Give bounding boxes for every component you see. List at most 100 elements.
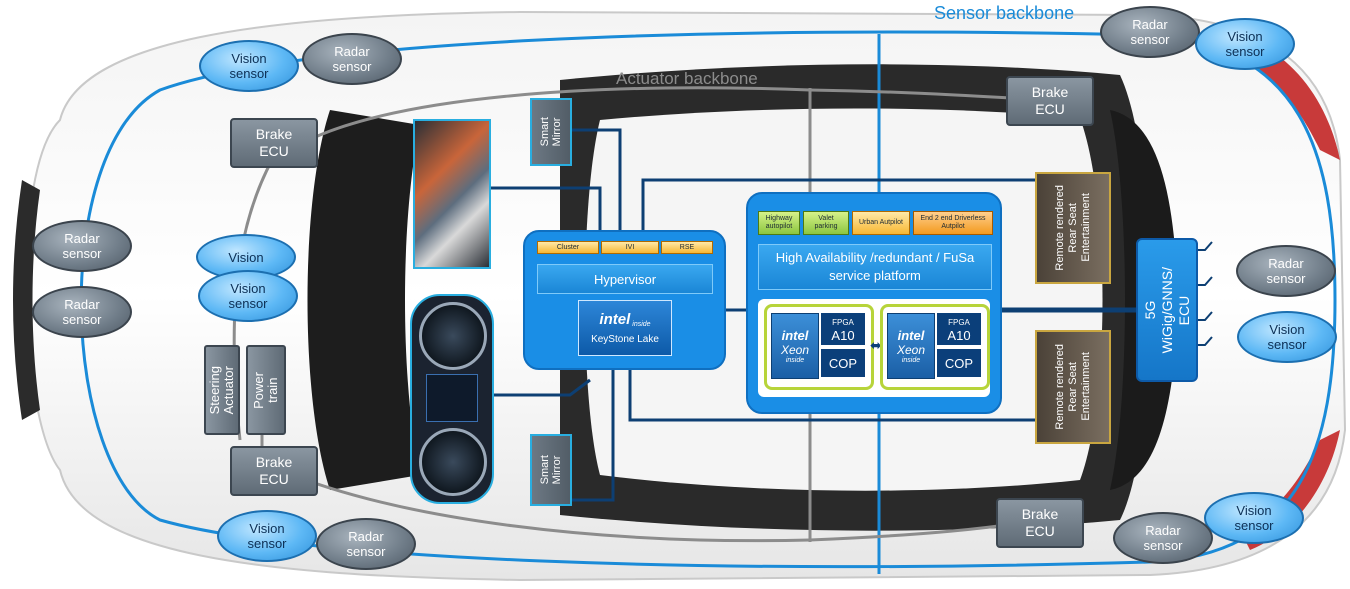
xeon-chip: intel Xeon inside: [771, 313, 819, 379]
chip-label: RSE: [679, 243, 695, 251]
rear-seat-entertainment-bottom: Remote rendered Rear Seat Entertainment: [1035, 330, 1111, 444]
radar-sensor-top-right: Radar sensor: [1100, 6, 1200, 58]
keystone-lake-box: Cluster IVI RSE Hypervisor intel inside …: [523, 230, 726, 370]
cpu-panel: intel Xeon inside FPGA A10 COP ⬌ intel X…: [758, 299, 990, 397]
vision-sensor-label: Vision sensor: [1267, 322, 1307, 352]
chip-cluster: Cluster: [537, 241, 599, 254]
radar-sensor-label: Radar sensor: [1266, 256, 1306, 286]
cpu-module-right: intel Xeon inside FPGA A10 COP: [880, 304, 990, 390]
intel-inside-text: inside: [901, 357, 921, 364]
smart-mirror-label: Smart Mirror: [539, 455, 563, 485]
chip-label: Valet parking: [814, 215, 838, 230]
brake-ecu-bottom-right: Brake ECU: [996, 498, 1084, 548]
brake-ecu-front-left: Brake ECU: [230, 118, 318, 168]
radar-sensor-label: Radar sensor: [62, 297, 102, 327]
radar-sensor-label: Radar sensor: [1143, 523, 1183, 553]
chip-label: End 2 end Driverless Autpilot: [920, 215, 986, 230]
intel-brand-text: intel: [781, 328, 809, 343]
vision-sensor-label: Vision sensor: [247, 521, 287, 551]
chip-label: IVI: [625, 243, 635, 251]
fusa-platform-label: High Availability /redundant / FuSa serv…: [775, 250, 975, 283]
power-train-ecu: Power train: [246, 345, 286, 435]
radar-sensor-label: Radar sensor: [1130, 17, 1170, 47]
intel-brand-text: intel: [897, 328, 925, 343]
brake-ecu-label: Brake ECU: [255, 126, 293, 159]
chip-label: Highway autopilot: [765, 215, 793, 230]
5g-wigig-gnns-ecu: 5G WiGig/GNNS/ ECU: [1136, 238, 1198, 382]
vision-sensor-label: Vision sensor: [228, 281, 268, 311]
fpga-label: FPGA: [832, 318, 854, 327]
brake-ecu-top-right: Brake ECU: [1006, 76, 1094, 126]
radar-sensor-bottom-left: Radar sensor: [316, 518, 416, 570]
rear-seat-label: Remote rendered Rear Seat Entertainment: [1053, 185, 1092, 271]
vision-sensor-label: Vision sensor: [229, 51, 269, 81]
vision-sensor-label: Vision: [228, 250, 264, 265]
rear-seat-entertainment-top: Remote rendered Rear Seat Entertainment: [1035, 172, 1111, 284]
power-train-label: Power train: [251, 371, 280, 409]
a10-label: A10: [947, 328, 971, 343]
radar-sensor-label: Radar sensor: [346, 529, 386, 559]
cpu-module-left: intel Xeon inside FPGA A10 COP: [764, 304, 874, 390]
smart-mirror-top: Smart Mirror: [530, 98, 572, 166]
chip-driverless-autopilot: End 2 end Driverless Autpilot: [913, 211, 993, 235]
radar-sensor-front-left: Radar sensor: [302, 33, 402, 85]
steering-actuator-label: Steering Actuator: [207, 365, 236, 415]
radar-sensor-bottom-right: Radar sensor: [1113, 512, 1213, 564]
chip-rse: RSE: [661, 241, 713, 254]
vision-sensor-front-left: Vision sensor: [199, 40, 299, 92]
network-links: [488, 128, 1140, 502]
chip-ivi: IVI: [601, 241, 659, 254]
vision-sensor-bottom-right: Vision sensor: [1204, 492, 1304, 544]
radar-sensor-label: Radar sensor: [332, 44, 372, 74]
chip-highway-autopilot: Highway autopilot: [758, 211, 800, 235]
fpga-a10-tile: FPGA A10: [821, 313, 865, 345]
cop-tile: COP: [937, 349, 981, 377]
vision-sensor-label: Vision sensor: [1234, 503, 1274, 533]
smart-mirror-bottom: Smart Mirror: [530, 434, 572, 506]
ivi-screen-image: [413, 119, 491, 269]
radar-sensor-left-upper: Radar sensor: [32, 220, 132, 272]
cop-label: COP: [828, 355, 858, 371]
intel-keystone-chip: intel inside KeyStone Lake: [578, 300, 672, 356]
fusa-platform-box: Highway autopilot Valet parking Urban Au…: [746, 192, 1002, 414]
intel-logo: intel inside: [599, 311, 650, 328]
vision-sensor-top-right: Vision sensor: [1195, 18, 1295, 70]
fusa-platform-bar: High Availability /redundant / FuSa serv…: [758, 244, 992, 290]
xeon-text: Xeon: [896, 343, 926, 357]
vision-sensor-mid-front: Vision sensor: [198, 270, 298, 322]
intel-brand-text: intel: [599, 311, 631, 328]
tachometer-dial: [419, 428, 487, 496]
fpga-a10-tile: FPGA A10: [937, 313, 981, 345]
a10-label: A10: [831, 328, 855, 343]
antenna-icons: [1196, 241, 1213, 346]
actuator-backbone-label: Actuator backbone: [616, 69, 758, 88]
keystone-lake-label: KeyStone Lake: [591, 334, 659, 345]
xeon-text: Xeon: [780, 343, 810, 357]
brake-ecu-bottom-left: Brake ECU: [230, 446, 318, 496]
rear-seat-label: Remote rendered Rear Seat Entertainment: [1053, 344, 1092, 430]
radar-sensor-left-lower: Radar sensor: [32, 286, 132, 338]
brake-ecu-label: Brake ECU: [1021, 506, 1059, 539]
intel-inside-text: inside: [785, 357, 805, 364]
vision-sensor-right: Vision sensor: [1237, 311, 1337, 363]
vision-sensor-label: Vision sensor: [1225, 29, 1265, 59]
vision-sensor-mid-back: Vision: [196, 234, 296, 280]
fpga-label: FPGA: [948, 318, 970, 327]
bidirectional-arrow-icon: ⬌: [870, 337, 882, 353]
hypervisor-label: Hypervisor: [593, 271, 657, 287]
intel-inside-text: inside: [632, 321, 651, 328]
chip-urban-autopilot: Urban Autpilot: [852, 211, 910, 235]
xeon-chip: intel Xeon inside: [887, 313, 935, 379]
cluster-display: [426, 374, 478, 422]
smart-mirror-label: Smart Mirror: [539, 117, 563, 147]
windshield: [307, 110, 420, 490]
radar-sensor-label: Radar sensor: [62, 231, 102, 261]
cop-label: COP: [944, 355, 974, 371]
instrument-cluster-image: [410, 294, 494, 504]
chip-valet-parking: Valet parking: [803, 211, 849, 235]
steering-actuator-ecu: Steering Actuator: [204, 345, 240, 435]
hypervisor-bar: Hypervisor: [537, 264, 713, 294]
sensor-backbone-label: Sensor backbone: [934, 3, 1075, 23]
speedometer-dial: [419, 302, 487, 370]
